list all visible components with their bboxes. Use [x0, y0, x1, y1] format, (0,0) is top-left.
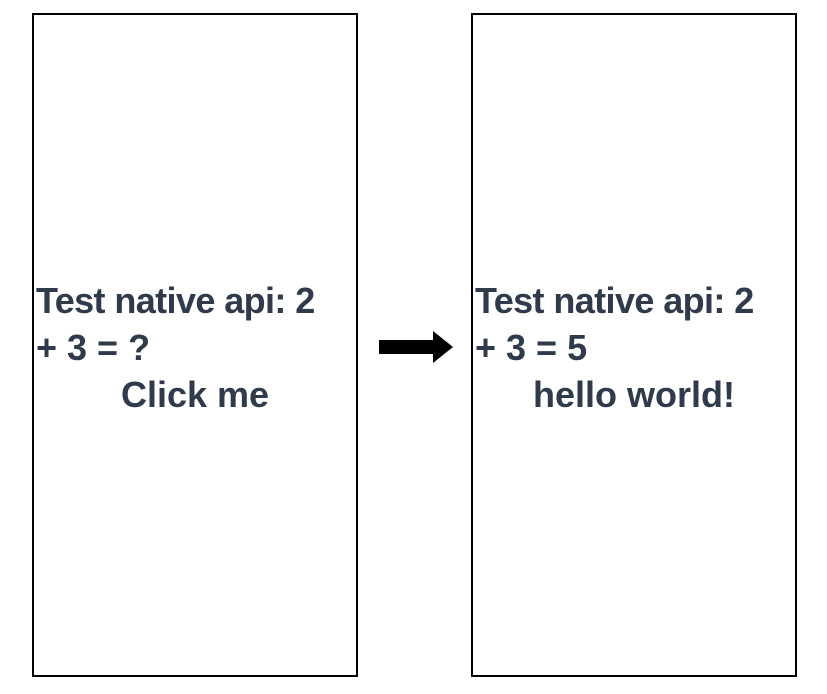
- test-api-label-line2: + 3 = ?: [36, 327, 151, 368]
- after-screen: Test native api: 2 + 3 = 5 hello world!: [471, 13, 797, 677]
- before-content: Test native api: 2 + 3 = ? Click me: [34, 277, 356, 418]
- hello-world-message[interactable]: hello world!: [533, 374, 735, 415]
- before-screen: Test native api: 2 + 3 = ? Click me: [32, 13, 358, 677]
- right-arrow-icon: [379, 331, 453, 363]
- test-api-label-line1: Test native api: 2: [475, 280, 754, 321]
- after-content: Test native api: 2 + 3 = 5 hello world!: [473, 277, 795, 418]
- click-me-button[interactable]: Click me: [120, 374, 270, 415]
- test-api-result-line2: + 3 = 5: [475, 327, 588, 368]
- test-api-label-line1: Test native api: 2: [36, 280, 315, 321]
